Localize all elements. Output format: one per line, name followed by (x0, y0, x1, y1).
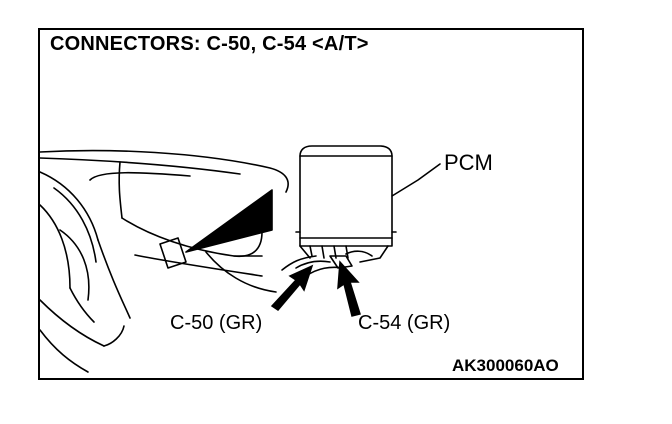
diagram-frame (38, 28, 584, 380)
dashboard-outline (39, 149, 289, 373)
c54-label: C-54 (GR) (358, 312, 451, 334)
figure-code: AK300060AO (452, 356, 559, 375)
pcm-label: PCM (444, 150, 493, 175)
connector-harness (281, 250, 373, 277)
arrow-c54 (337, 260, 361, 317)
arrow-c50 (270, 264, 314, 311)
diagram-title: CONNECTORS: C-50, C-54 <A/T> (50, 33, 369, 55)
pointer-wedge (185, 189, 273, 253)
pcm-unit (295, 145, 441, 263)
c50-label: C-50 (GR) (170, 312, 263, 334)
